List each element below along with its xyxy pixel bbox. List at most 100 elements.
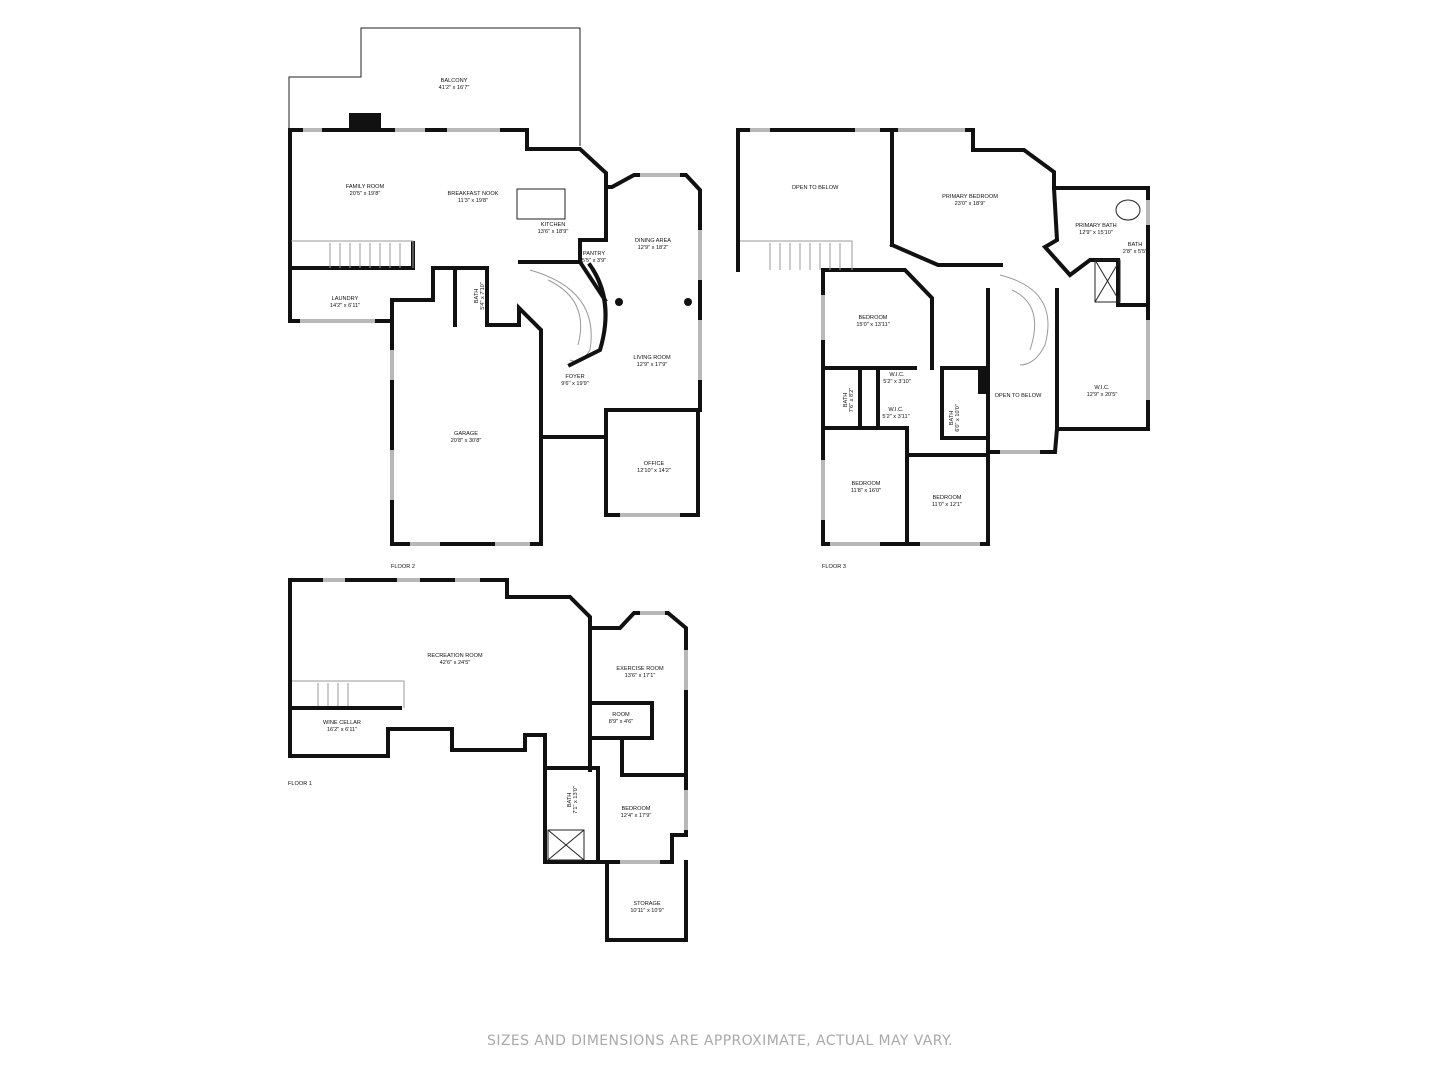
f1-shower: [547, 829, 585, 861]
wic-a-dim: 5'2" x 3'10": [883, 379, 911, 385]
recreation-room-label: RECREATION ROOM: [427, 653, 483, 659]
primary-bath-dim: 12'9" x 15'10": [1079, 230, 1113, 236]
stairs-outline: [291, 240, 414, 268]
f1-stairs-steps: [317, 683, 349, 706]
bath-f1-wall: [543, 766, 600, 864]
dining-area-label: DINING AREA: [635, 238, 671, 244]
bath-f3a-dim: 7'6" x 8'2": [849, 388, 855, 412]
wic-b-label: W.I.C.: [888, 407, 904, 413]
dining-area-dim: 12'9" x 18'2": [638, 245, 669, 251]
f3-chimney: [978, 370, 987, 394]
kitchen-island: [516, 188, 566, 220]
exercise-room-label: EXERCISE ROOM: [616, 666, 664, 672]
floor-2-plan: [288, 27, 702, 546]
floor3-windows: [750, 128, 1150, 546]
exercise-room-dim: 13'6" x 17'1": [625, 673, 656, 679]
room-dim: 8'9" x 4'6": [609, 719, 633, 725]
kitchen-dim: 13'6" x 18'9": [538, 229, 569, 235]
bath-f2-dim: 5'4" x 7'10": [480, 282, 486, 310]
curved-stair-inner: [547, 279, 582, 346]
open-to-below-2-label: OPEN TO BELOW: [995, 393, 1042, 399]
closet-wall: [620, 736, 688, 777]
floor3-exterior-wall: [736, 128, 1150, 546]
floor-3-plan: [736, 128, 1150, 546]
storage-label: STORAGE: [633, 901, 661, 907]
primary-bath-label: PRIMARY BATH: [1075, 223, 1116, 229]
primary-bedroom-south: [889, 242, 1003, 267]
f3-curved-stair-inner: [1011, 289, 1036, 351]
bedroom-c-label: BEDROOM: [933, 495, 962, 501]
primary-bedroom-label: PRIMARY BEDROOM: [942, 194, 998, 200]
kitchen-label: KITCHEN: [541, 222, 566, 228]
office-dim: 12'10" x 14'2": [637, 468, 671, 474]
pantry-label: PANTRY: [583, 251, 605, 257]
column-2: [684, 298, 692, 306]
pantry-dim: 5'5" x 3'9": [582, 258, 606, 264]
primary-bedroom-dim: 23'0" x 18'9": [955, 201, 986, 207]
wic-a-label: W.I.C.: [889, 372, 905, 378]
stairs-steps: [329, 243, 401, 268]
shower-box: [1094, 259, 1121, 303]
f3-stairs-steps: [769, 243, 841, 270]
wic-primary-label: W.I.C.: [1094, 385, 1110, 391]
foyer-dim: 9'6" x 19'9": [561, 381, 589, 387]
wine-cellar-label: WINE CELLAR: [323, 720, 361, 726]
bedroom-f1-label: BEDROOM: [622, 806, 651, 812]
floor-labels: FLOOR 2 FLOOR 3 FLOOR 1: [288, 564, 846, 787]
balcony-dim: 41'2" x 16'7": [439, 85, 470, 91]
f3-stairs-outline: [740, 240, 853, 270]
floor2-windows: [300, 128, 702, 546]
bath-small-label: BATH: [1128, 242, 1143, 248]
wine-cellar-dim: 16'2" x 6'11": [327, 727, 357, 733]
bath-f3a-label: BATH: [843, 393, 849, 408]
bedroom-f1-dim: 12'4" x 17'9": [621, 813, 652, 819]
floor-3-label: FLOOR 3: [822, 564, 846, 570]
bath-wall-2: [431, 266, 521, 327]
garage-dim: 20'8" x 30'8": [451, 438, 482, 444]
pantry-wall: [518, 185, 608, 264]
bath-wall: [390, 266, 435, 302]
office-label: OFFICE: [644, 461, 665, 467]
garage-wall: [390, 298, 543, 546]
bedroom-c-north: [905, 438, 990, 457]
bath-f1-dim: 7'1" x 13'0": [573, 786, 579, 814]
floor2-west-wall: [288, 128, 394, 323]
bath-f2-label: BATH: [474, 289, 480, 304]
open-to-below-1-label: OPEN TO BELOW: [792, 185, 839, 191]
breakfast-nook-label: BREAKFAST NOOK: [448, 191, 499, 197]
room-labels: BALCONY 41'2" x 16'7" FAMILY ROOM 20'5" …: [323, 78, 1147, 914]
laundry-dim: 14'2" x 6'11": [330, 303, 360, 309]
disclaimer-text: SIZES AND DIMENSIONS ARE APPROXIMATE, AC…: [487, 1033, 953, 1049]
balcony-outline: [288, 27, 581, 146]
bath-f3b-dim: 6'0" x 10'0": [955, 404, 961, 432]
family-room-dim: 20'5" x 19'8": [350, 191, 381, 197]
bath-small-dim: 2'8" x 5'5": [1123, 249, 1147, 255]
primary-bath-wall: [1041, 185, 1150, 307]
bathtub: [1115, 199, 1141, 221]
breakfast-nook-dim: 11'3" x 19'8": [458, 198, 488, 204]
garage-label: GARAGE: [454, 431, 478, 437]
wic-primary-dim: 12'9" x 20'5": [1087, 392, 1118, 398]
recreation-room-dim: 42'6" x 24'5": [440, 660, 471, 666]
f1-stairs-outline: [292, 680, 405, 708]
f3-curved-stair: [999, 274, 1049, 366]
bedroom-a-dim: 15'0" x 13'11": [856, 322, 889, 328]
bedroom-b-label: BEDROOM: [852, 481, 881, 487]
bedroom-b-dim: 11'8" x 16'0": [851, 488, 881, 494]
kitchen-stair-wall: [577, 259, 608, 303]
foyer-label: FOYER: [565, 374, 584, 380]
wic-b-dim: 5'2" x 3'11": [882, 414, 909, 420]
bath-f1-label: BATH: [567, 793, 573, 808]
room-label: ROOM: [612, 712, 630, 718]
laundry-label: LAUNDRY: [332, 296, 359, 302]
floor1-windows: [323, 578, 688, 864]
storage-dim: 10'11" x 10'9": [630, 908, 663, 914]
floor1-west-wall: [288, 578, 609, 864]
balcony-label: BALCONY: [441, 78, 468, 84]
curved-stair-wall: [567, 262, 608, 368]
laundry-wall: [288, 241, 415, 270]
floor-2-label: FLOOR 2: [391, 564, 415, 570]
bedroom-a-wall: [821, 268, 934, 370]
family-room-label: FAMILY ROOM: [346, 184, 385, 190]
